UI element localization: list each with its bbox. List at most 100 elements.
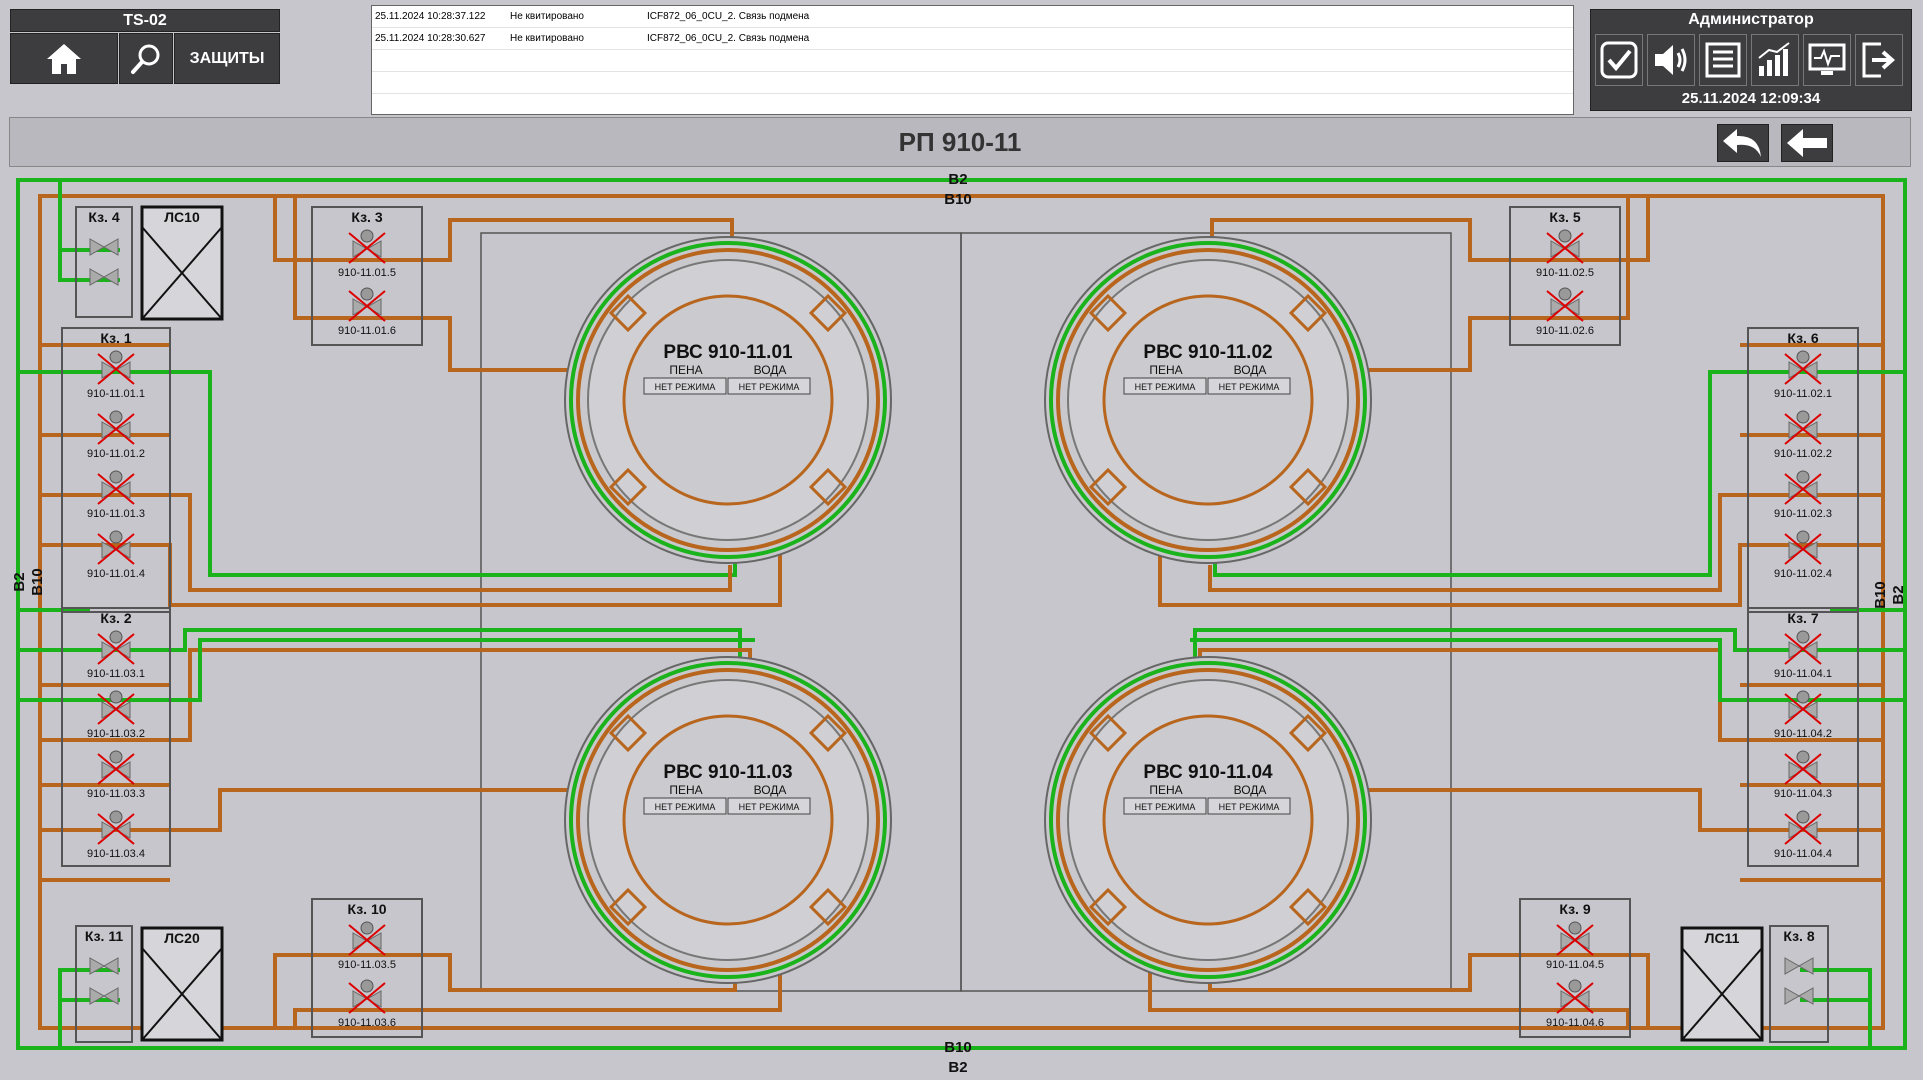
valve-label: 910-11.04.6	[1546, 1017, 1604, 1029]
water-mode-button[interactable]	[1207, 797, 1291, 815]
tank-green-ring	[1049, 661, 1367, 979]
gate-valve-icon[interactable]	[89, 987, 119, 1005]
branch-pipe	[40, 493, 732, 592]
foam-generator-icon	[808, 467, 848, 507]
valve-label: 910-11.02.5	[1536, 267, 1594, 279]
ls-label: ЛС11	[1705, 930, 1740, 946]
logout-icon	[1862, 42, 1896, 78]
page-title: РП 910-11	[898, 127, 1022, 157]
foam-label: ПЕНА	[1149, 363, 1182, 377]
valve-fault-icon	[97, 633, 135, 665]
valve-fault-icon	[1556, 924, 1594, 956]
trends-button[interactable]	[1751, 34, 1799, 86]
search-button[interactable]	[119, 33, 173, 84]
water-mode-button[interactable]	[727, 797, 811, 815]
event-time: 25.11.2024 10:28:30.627	[375, 33, 486, 44]
branch-pipe	[1213, 370, 1905, 577]
foam-mode-button[interactable]	[643, 377, 727, 395]
branch-pipe	[1158, 535, 1883, 607]
gate-valve-icon[interactable]	[89, 238, 119, 256]
valve-chamber-box	[61, 607, 171, 867]
protections-button[interactable]: ЗАЩИТЫ	[174, 33, 280, 84]
acknowledge-button[interactable]	[1595, 34, 1643, 86]
valve-chamber-box	[1769, 925, 1829, 1043]
ls-label: ЛС10	[164, 209, 200, 225]
foam-mode-button[interactable]	[1123, 797, 1207, 815]
valve-fault-icon	[1784, 473, 1822, 505]
previous-screen-button[interactable]	[1781, 124, 1833, 162]
valve-motor-icon	[109, 810, 123, 824]
event-row-empty	[372, 50, 1573, 72]
valve-motor-icon	[109, 470, 123, 484]
foam-generator-icon	[608, 887, 648, 927]
ls-cross-icon	[1681, 947, 1763, 1041]
valve-motor-icon	[109, 690, 123, 704]
foam-generator-icon	[1088, 887, 1128, 927]
valve-label: 910-11.03.1	[87, 668, 145, 680]
valve-fault-icon	[97, 353, 135, 385]
gate-valve-icon[interactable]	[89, 268, 119, 286]
foam-generator-icon	[1088, 713, 1128, 753]
branch-pipe	[40, 648, 752, 742]
tank-green-ring	[569, 241, 887, 559]
sound-button[interactable]	[1647, 34, 1695, 86]
tank-name: РВС 910-11.02	[1143, 342, 1272, 363]
valve-label: 910-11.03.5	[338, 959, 396, 971]
tank-green-ring	[569, 661, 887, 979]
valve-label: 910-11.04.2	[1774, 728, 1832, 740]
valve-motor-icon	[360, 979, 374, 993]
ls-label: ЛС20	[164, 930, 200, 946]
foam-generator-icon	[1088, 467, 1128, 507]
valve-motor-icon	[1796, 690, 1810, 704]
b10-label-top: В10	[944, 191, 972, 208]
journal-button[interactable]	[1699, 34, 1747, 86]
valve-fault-icon	[97, 473, 135, 505]
foam-mode-button[interactable]	[643, 797, 727, 815]
user-panel: Администратор 25.11.2024 12:09:34	[1590, 9, 1912, 111]
chamber-label: Кз. 11	[85, 928, 123, 944]
chamber-label: Кз. 9	[1559, 901, 1590, 917]
tank-inner-ring	[622, 294, 834, 506]
foam-generator-icon	[808, 887, 848, 927]
valve-fault-icon	[348, 232, 386, 264]
event-time: 25.11.2024 10:28:37.122	[375, 11, 486, 22]
valve-chamber-box	[61, 327, 171, 613]
valve-label: 910-11.04.4	[1774, 848, 1832, 860]
logout-button[interactable]	[1855, 34, 1903, 86]
valve-motor-icon	[109, 750, 123, 764]
valve-motor-icon	[1796, 810, 1810, 824]
tank-inner-ring	[1102, 294, 1314, 506]
event-state: Не квитировано	[510, 33, 584, 44]
water-mode-button[interactable]	[1207, 377, 1291, 395]
valve-motor-icon	[1796, 410, 1810, 424]
chamber-label: Кз. 7	[1787, 610, 1818, 626]
gate-valve-icon[interactable]	[89, 957, 119, 975]
trends-icon	[1758, 42, 1790, 76]
foam-generator-icon	[808, 293, 848, 333]
b10-label-left: В10	[29, 568, 46, 596]
chamber-label: Кз. 8	[1783, 928, 1814, 944]
valve-chamber-box	[1747, 327, 1859, 613]
date-time: 25.11.2024 12:09:34	[1681, 90, 1821, 107]
gate-valve-icon[interactable]	[1784, 987, 1814, 1005]
valve-chamber-box	[75, 206, 133, 318]
back-button[interactable]	[1717, 124, 1769, 162]
water-label: ВОДА	[1234, 363, 1267, 377]
valve-label: 910-11.01.4	[87, 568, 145, 580]
branch-pipe	[1210, 196, 1650, 262]
monitor-button[interactable]	[1803, 34, 1851, 86]
valve-chamber-box	[75, 925, 133, 1043]
valve-chamber-box	[311, 206, 423, 346]
gate-valve-icon[interactable]	[1784, 957, 1814, 975]
foam-mode-button[interactable]	[1123, 377, 1207, 395]
valve-label: 910-11.02.6	[1536, 325, 1594, 337]
valve-motor-icon	[1796, 530, 1810, 544]
valve-fault-icon	[348, 982, 386, 1014]
water-mode-button[interactable]	[727, 377, 811, 395]
water-mode-text: НЕТ РЕЖИМА	[739, 382, 800, 392]
home-button[interactable]	[10, 33, 118, 84]
